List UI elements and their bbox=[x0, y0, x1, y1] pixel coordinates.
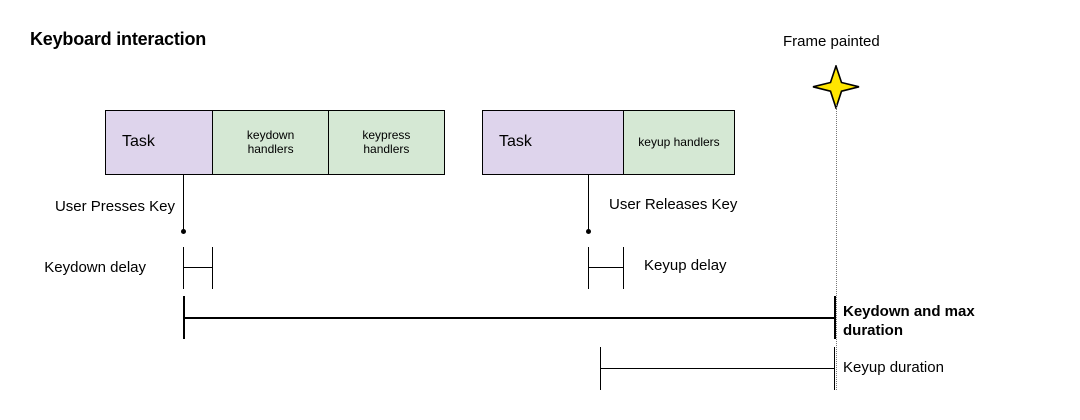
keypress-handlers-line1: keypress bbox=[362, 127, 411, 142]
user-releases-key-label: User Releases Key bbox=[609, 196, 738, 213]
keydown-delay-span-line bbox=[183, 267, 213, 268]
user-presses-key-pointer-line bbox=[183, 175, 184, 232]
keyup-handlers-segment: keyup handlers bbox=[622, 111, 734, 174]
user-releases-key-pointer-line bbox=[588, 175, 589, 232]
task-segment-label: Task bbox=[106, 111, 213, 174]
user-releases-key-pointer-dot bbox=[586, 229, 591, 234]
keydown-max-duration-label-line2: duration bbox=[843, 321, 903, 339]
task-segment-label: Task bbox=[483, 111, 623, 174]
keyup-delay-start-tick bbox=[588, 247, 589, 289]
keydown-max-duration-span-line bbox=[183, 317, 835, 319]
frame-paint-guide-line bbox=[836, 104, 837, 390]
keyup-duration-span-line bbox=[600, 368, 835, 369]
page-title: Keyboard interaction bbox=[30, 29, 207, 49]
user-presses-key-label: User Presses Key bbox=[54, 198, 175, 215]
keydown-max-duration-label: Keydown and max duration bbox=[843, 303, 975, 341]
keydown-handlers-segment: keydown handlers bbox=[212, 111, 328, 174]
keypress-handlers-segment: keypress handlers bbox=[327, 111, 444, 174]
frame-painted-label: Frame painted bbox=[783, 33, 880, 50]
keypress-handlers-line2: handlers bbox=[363, 141, 410, 156]
keyup-delay-label: Keyup delay bbox=[644, 257, 727, 274]
keydown-delay-label: Keydown delay bbox=[44, 259, 146, 276]
four-point-star-icon bbox=[812, 63, 860, 111]
keydown-handlers-line2: handlers bbox=[247, 141, 294, 156]
keyup-delay-end-tick bbox=[623, 247, 624, 289]
keydown-max-duration-end-tick bbox=[834, 296, 836, 339]
keydown-delay-start-tick bbox=[183, 247, 184, 289]
user-presses-key-pointer-dot bbox=[181, 229, 186, 234]
keydown-handlers-line1: keydown bbox=[246, 127, 295, 142]
keyup-delay-span-line bbox=[588, 267, 624, 268]
keyup-task-bar: Task keyup handlers bbox=[482, 110, 735, 175]
keydown-delay-end-tick bbox=[212, 247, 213, 289]
keydown-max-duration-label-line1: Keydown and max bbox=[843, 303, 975, 320]
keydown-task-bar: Task keydown handlers keypress handlers bbox=[105, 110, 445, 175]
keyup-duration-label: Keyup duration bbox=[843, 359, 944, 376]
